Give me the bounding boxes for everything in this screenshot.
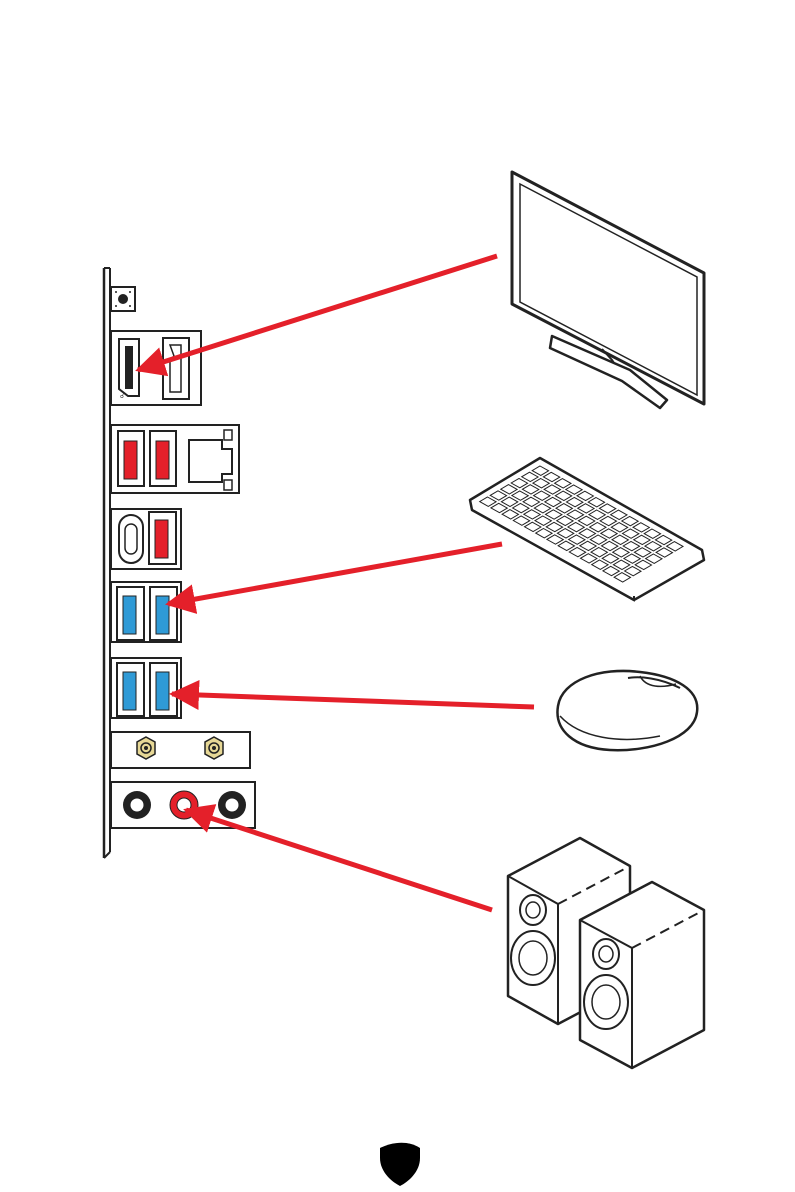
- usb-blue-port[interactable]: [117, 663, 144, 716]
- arrow-monitor-to-hdmi: [138, 256, 497, 370]
- video-block: ☌: [111, 331, 201, 405]
- usb-blue-port[interactable]: [150, 587, 177, 640]
- usb-blue-block: [111, 582, 181, 642]
- usb-red-port[interactable]: [150, 431, 176, 486]
- wifi-antenna-connector[interactable]: [137, 737, 155, 759]
- clear-cmos-button[interactable]: [111, 287, 135, 311]
- speakers-icon: [508, 838, 704, 1068]
- wifi-antenna-connector[interactable]: [205, 737, 223, 759]
- keyboard-icon: [470, 458, 704, 600]
- antenna-block: [111, 732, 250, 768]
- usb-blue-block: [111, 658, 181, 718]
- arrow-keyboard-to-usb: [168, 544, 502, 604]
- usb-blue-port[interactable]: [150, 663, 177, 716]
- usb-red-port[interactable]: [149, 512, 176, 564]
- hdmi-port[interactable]: ☌: [119, 339, 139, 400]
- usb-red-port[interactable]: [118, 431, 144, 486]
- usb-type-c-port[interactable]: [119, 515, 143, 563]
- lan-port[interactable]: [189, 430, 232, 490]
- usb-lan-block: [111, 425, 239, 493]
- shield-icon: [380, 1143, 420, 1186]
- usb-c-block: [111, 509, 181, 569]
- arrow-speakers-to-audio: [186, 810, 492, 910]
- mouse-icon: [557, 671, 697, 750]
- displayport[interactable]: [163, 338, 189, 399]
- audio-block: [111, 782, 255, 828]
- monitor-icon: [512, 172, 704, 408]
- usb-blue-port[interactable]: [117, 587, 144, 640]
- audio-jack[interactable]: [123, 791, 151, 819]
- audio-jack[interactable]: [218, 791, 246, 819]
- svg-text:☌: ☌: [120, 393, 124, 400]
- io-bracket: [104, 268, 110, 858]
- arrow-mouse-to-usb: [172, 694, 534, 707]
